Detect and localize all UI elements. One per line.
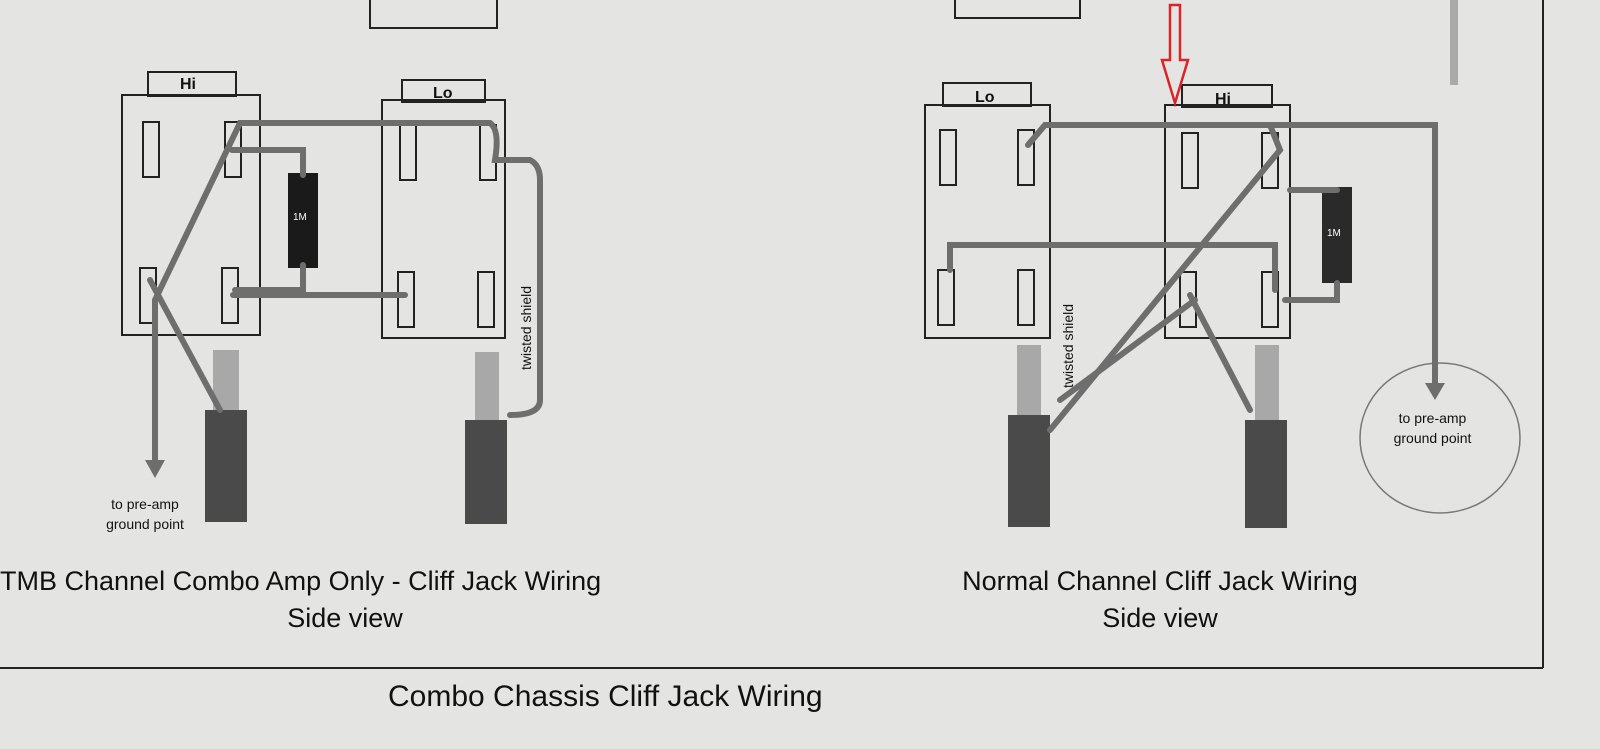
right-subcaption: Side view [1102,603,1218,633]
left-shield-label: twisted shield [518,285,534,370]
right-lo-label: Lo [975,89,995,106]
hand-drawn-circle [1359,362,1521,514]
left-lo-jack-body [381,99,506,339]
plugs [205,345,1287,528]
left-lo-jack-tab [401,79,486,103]
margin-bar [1450,0,1458,85]
wires [147,120,1438,463]
left-lo-label: Lo [433,85,453,102]
right-ground-arrow-icon [1425,383,1445,400]
right-hi-jack-tab [1181,84,1273,108]
left-resistor-label: 1M [293,212,307,223]
left-resistor [288,173,318,268]
left-subcaption: Side view [287,603,403,633]
right-hi-jack-body [1164,104,1291,339]
right-shield-label: twisted shield [1060,303,1076,388]
left-caption: TMB Channel Combo Amp Only - Cliff Jack … [0,566,602,596]
left-ground-arrow-icon [145,460,165,478]
red-arrow-icon [1160,3,1190,108]
page-title: Combo Chassis Cliff Jack Wiring [388,680,823,713]
top-partial-box [369,0,498,29]
right-hi-label: Hi [1215,91,1231,108]
right-lo-jack-tab [942,82,1032,107]
right-caption: Normal Channel Cliff Jack Wiring [962,566,1358,596]
right-resistor-label: 1M [1327,228,1341,239]
right-resistor [1322,187,1352,283]
left-hi-label: Hi [180,76,196,93]
left-hi-jack-tab [147,71,237,97]
top-partial-box [954,0,1081,19]
